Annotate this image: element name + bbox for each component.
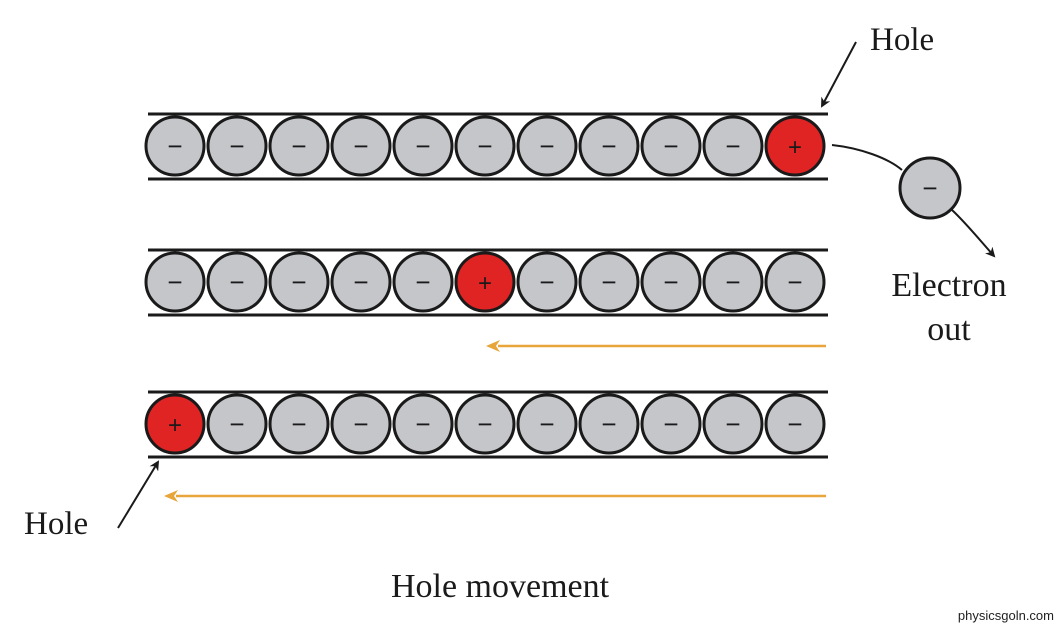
row-3-electron-8 [578,393,640,455]
row-1-electron-sign-5: − [415,131,430,161]
row-3-hole-sign: + [168,412,182,439]
row-2-electron-sign-4: − [353,267,368,297]
row-3-electron-sign-9: − [663,409,678,439]
row-3-electron-sign-10: − [725,409,740,439]
row-2-electron-11 [764,251,826,313]
row-3-electron-3 [268,393,330,455]
free-electron-sign: − [922,173,937,203]
row-1-electron-sign-8: − [601,131,616,161]
row-2-electron-9 [640,251,702,313]
hole-label-bottom: Hole [24,506,89,542]
row-1-electron-sign-7: − [539,131,554,161]
row-2-hole [454,251,516,313]
row-2-electron-1 [144,251,206,313]
row-2-electron-sign-7: − [539,267,554,297]
row-2-electron-sign-11: − [787,267,802,297]
row-1-electron-5 [392,115,454,177]
row-3-electron-7 [516,393,578,455]
electron-out-label-line2: out [927,311,971,348]
row-3-electron-2 [206,393,268,455]
row-2-electron-sign-2: − [229,267,244,297]
row-1-electron-7 [516,115,578,177]
row-2: − − − − − + − − − − − [144,251,826,313]
row-1-hole [764,115,826,177]
caption: Hole movement [390,568,610,605]
row-2-electron-8 [578,251,640,313]
row-3-electron-sign-4: − [353,409,368,439]
row-2-electron-sign-10: − [725,267,740,297]
row-3-electron-sign-2: − [229,409,244,439]
row-2-hole-sign: + [478,270,492,297]
row-3-electron-11 [764,393,826,455]
row-3-electron-sign-8: − [601,409,616,439]
row-1-electron-sign-3: − [291,131,306,161]
row-3-electron-6 [454,393,516,455]
row-2-electron-2 [206,251,268,313]
row-2-electron-10 [702,251,764,313]
row-1-electron-8 [578,115,640,177]
row-1-electron-1 [144,115,206,177]
row-2-electron-sign-9: − [663,267,678,297]
row-1-electron-3 [268,115,330,177]
free-electron-circle [898,156,962,220]
row-3-electron-sign-5: − [415,409,430,439]
row-1-electron-10 [702,115,764,177]
row-3-electron-sign-6: − [477,409,492,439]
row-1-electron-2 [206,115,268,177]
row-3-electron-10 [702,393,764,455]
row-2-electron-4 [330,251,392,313]
row-1-hole-sign: + [788,134,802,161]
row-1-electron-6 [454,115,516,177]
free-electron: − [898,156,962,220]
electron-out-label: Electron out [878,264,1020,352]
hole-label-top: Hole [870,22,935,58]
row-1-electron-sign-6: − [477,131,492,161]
row-1: − − − − − − − − − − + [144,115,826,177]
row-2-electron-sign-8: − [601,267,616,297]
row-1-electron-sign-9: − [663,131,678,161]
row-2-electron-sign-1: − [167,267,182,297]
electron-out-path-arrow [831,144,903,171]
row-3-electron-sign-11: − [787,409,802,439]
row-3-electron-sign-7: − [539,409,554,439]
row-3-electron-4 [330,393,392,455]
atom-rows: − − − − − − − − − − + − − − − − + − − − − − + − − − − − − − − − − [144,115,826,455]
row-3-hole [144,393,206,455]
row-1-electron-4 [330,115,392,177]
electron-out-label-line1: Electron [891,267,1007,304]
row-3-electron-9 [640,393,702,455]
row-2-electron-5 [392,251,454,313]
row-1-electron-sign-1: − [167,131,182,161]
row-1-electron-sign-10: − [725,131,740,161]
hole-top-pointer-arrow [821,41,857,108]
row-3-electron-5 [392,393,454,455]
row-3: + − − − − − − − − − − [144,393,826,455]
electron-exit-arrow [951,209,996,258]
row-1-electron-sign-2: − [229,131,244,161]
row-1-electron-9 [640,115,702,177]
row-1-electron-sign-4: − [353,131,368,161]
hole-bottom-pointer-arrow [117,460,160,529]
row-3-electron-sign-3: − [291,409,306,439]
row-2-electron-sign-5: − [415,267,430,297]
watermark: physicsgoln.com [957,608,1054,623]
row-2-electron-3 [268,251,330,313]
row-2-electron-sign-3: − [291,267,306,297]
row-2-electron-7 [516,251,578,313]
